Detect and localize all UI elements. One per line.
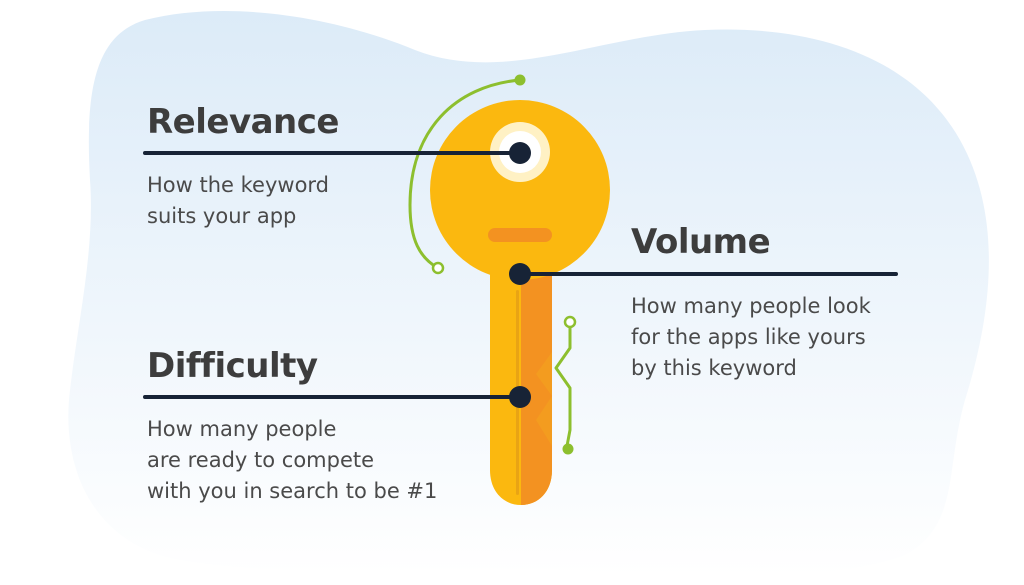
volume-line: for the apps like yours (631, 325, 866, 349)
volume-description: How many people look for the apps like y… (631, 291, 871, 384)
relevance-description: How the keyword suits your app (147, 170, 329, 232)
circuit-decoration-top (408, 74, 526, 275)
relevance-connector (143, 142, 531, 164)
volume-connector (509, 263, 898, 285)
key-shaft (490, 266, 552, 505)
key-head (430, 100, 610, 280)
relevance-heading: Relevance (147, 102, 339, 142)
volume-line: How many people look (631, 294, 871, 318)
volume-line: by this keyword (631, 356, 797, 380)
difficulty-line: with you in search to be #1 (147, 479, 438, 503)
difficulty-line: How many people (147, 417, 337, 441)
difficulty-line: are ready to compete (147, 448, 375, 472)
difficulty-connector (143, 386, 531, 408)
key-teeth (536, 352, 552, 446)
relevance-line: suits your app (147, 204, 297, 228)
volume-heading: Volume (631, 222, 771, 262)
difficulty-heading: Difficulty (147, 346, 318, 386)
relevance-line: How the keyword (147, 173, 330, 197)
circuit-decoration-bottom (554, 315, 577, 455)
difficulty-description: How many people are ready to compete wit… (147, 414, 437, 507)
